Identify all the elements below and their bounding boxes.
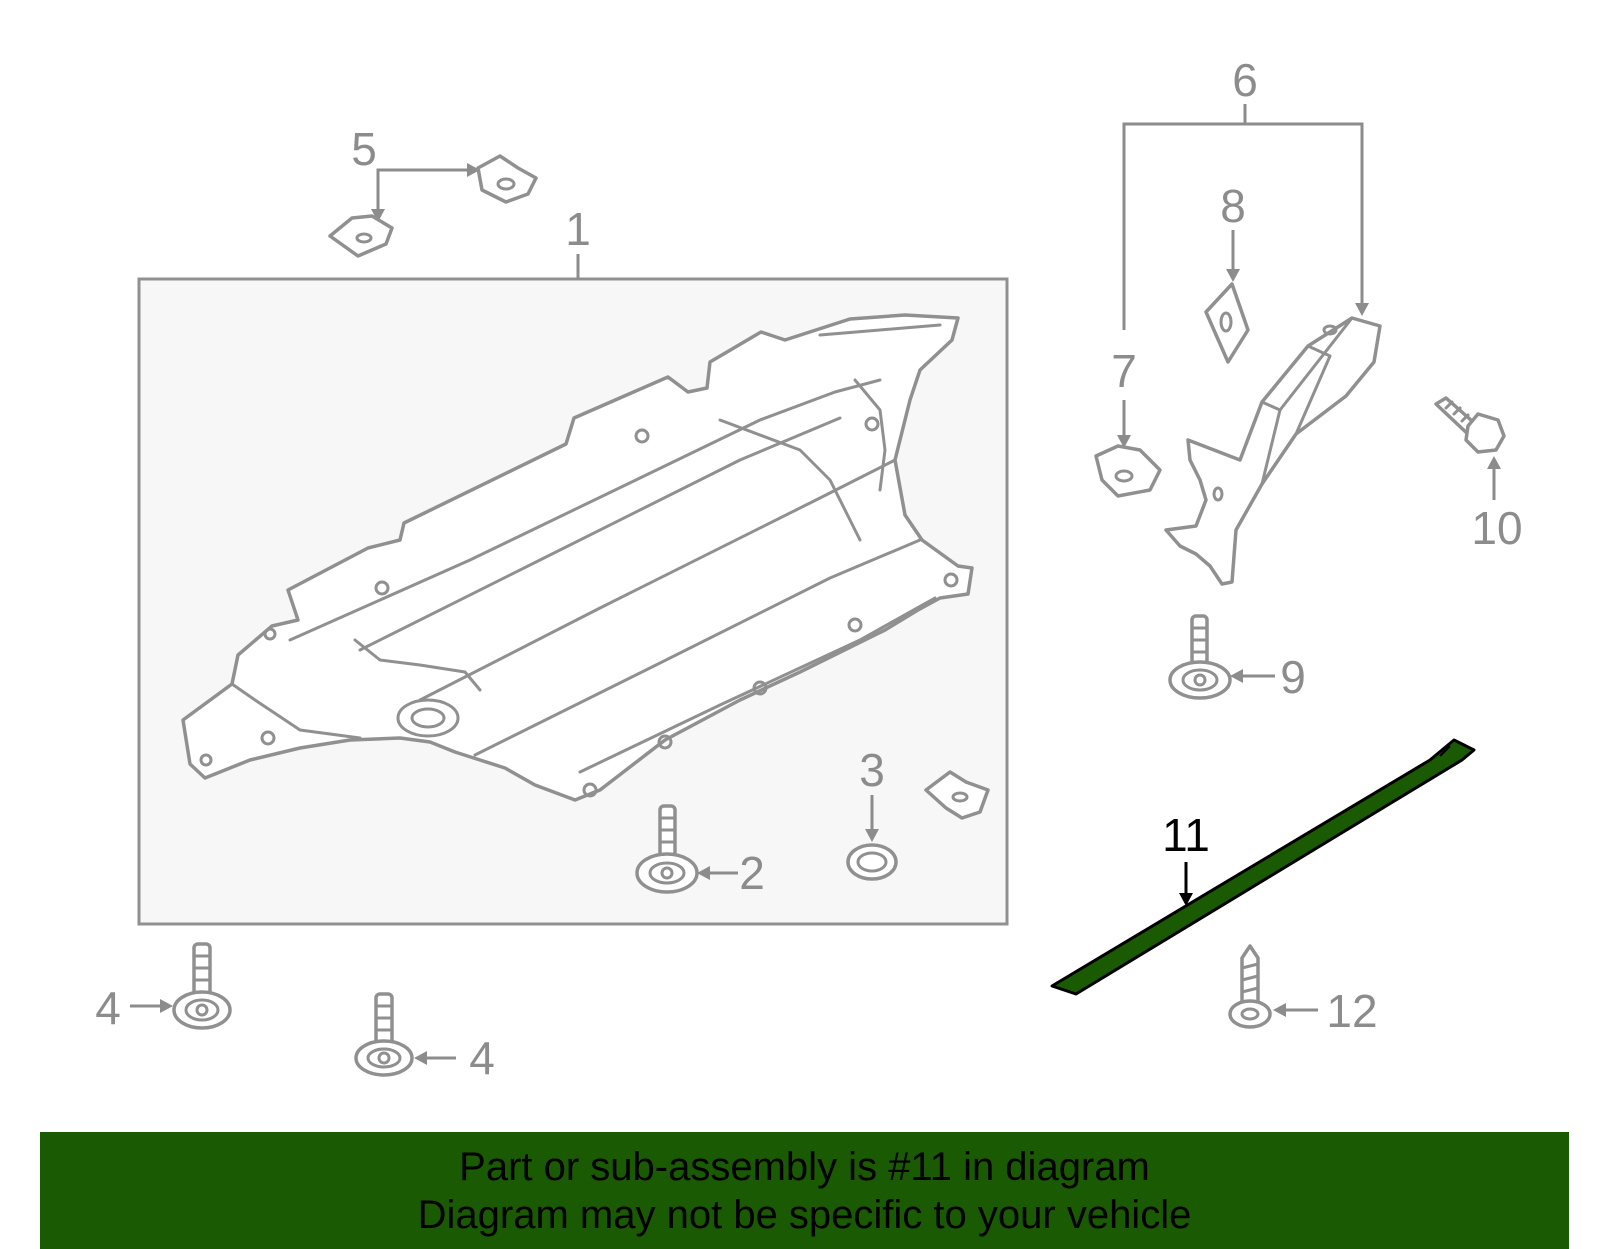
part-1-group: 1 bbox=[137, 203, 1009, 926]
callout-7: 7 bbox=[1111, 345, 1137, 397]
callout-3: 3 bbox=[859, 744, 885, 796]
part-6-group: 6 8 7 bbox=[1094, 54, 1382, 586]
nut-part-5: 5 bbox=[328, 123, 538, 258]
callout-10: 10 bbox=[1471, 502, 1522, 554]
bolt-part-4-middle: 4 bbox=[354, 992, 495, 1084]
callout-9: 9 bbox=[1280, 651, 1306, 703]
callout-8: 8 bbox=[1220, 180, 1246, 232]
callout-2: 2 bbox=[739, 847, 765, 899]
callout-11: 11 bbox=[1162, 809, 1210, 861]
callout-5: 5 bbox=[351, 123, 377, 175]
molding-part-11: 11 bbox=[1050, 738, 1476, 996]
info-banner: Part or sub-assembly is #11 in diagram D… bbox=[40, 1132, 1569, 1249]
callout-4-left: 4 bbox=[95, 982, 121, 1034]
callout-1: 1 bbox=[565, 203, 591, 255]
highlighted-part-11 bbox=[1050, 738, 1476, 996]
grommet-part-3: 3 bbox=[846, 744, 898, 881]
callout-12: 12 bbox=[1326, 985, 1377, 1037]
callout-4-middle: 4 bbox=[469, 1032, 495, 1084]
bolt-part-2: 2 bbox=[635, 804, 765, 899]
bolt-part-4-left: 4 bbox=[95, 942, 232, 1034]
bolt-part-10: 10 bbox=[1434, 396, 1523, 554]
callout-6: 6 bbox=[1232, 54, 1258, 106]
bolt-part-9: 9 bbox=[1168, 614, 1306, 703]
clip-nut bbox=[924, 770, 990, 820]
banner-line-disclaimer: Diagram may not be specific to your vehi… bbox=[417, 1192, 1192, 1237]
underbody-shield bbox=[181, 313, 974, 802]
screw-part-12: 12 bbox=[1228, 944, 1378, 1037]
banner-line-part-number: Part or sub-assembly is #11 in diagram bbox=[459, 1144, 1150, 1189]
